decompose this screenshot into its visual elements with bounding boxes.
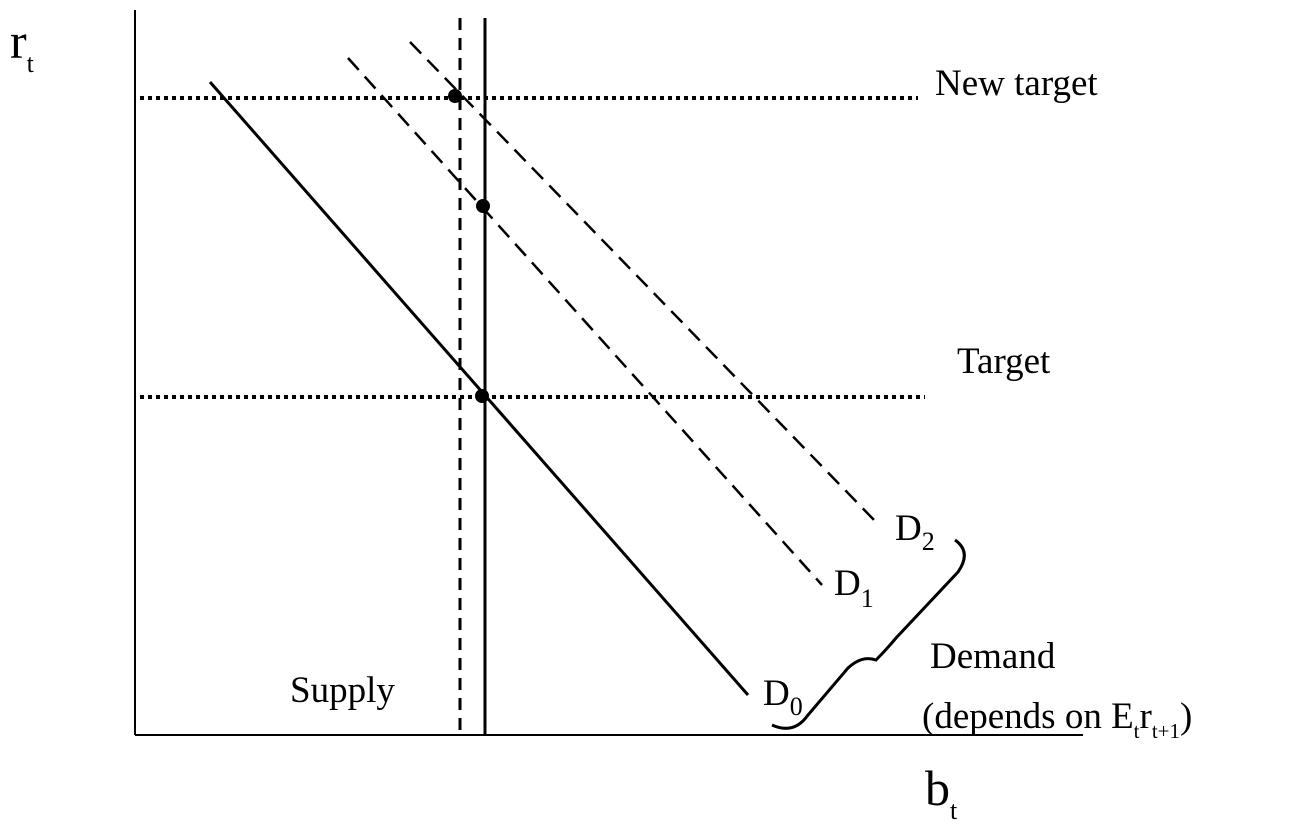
new-target-label: New target bbox=[935, 63, 1098, 104]
target-label: Target bbox=[957, 341, 1051, 382]
y-axis-label: rt bbox=[10, 13, 35, 78]
point-d1-supply bbox=[476, 199, 490, 213]
demand-curve-d0 bbox=[208, 81, 750, 696]
demand-note: (depends on Etrt+1) bbox=[922, 696, 1192, 743]
supply-label: Supply bbox=[290, 670, 395, 711]
demand-brace bbox=[771, 538, 966, 730]
demand-label: Demand bbox=[930, 636, 1056, 677]
d1-label: D1 bbox=[834, 563, 874, 613]
point-new-target bbox=[448, 89, 462, 103]
point-target bbox=[475, 389, 489, 403]
d2-label: D2 bbox=[895, 508, 935, 556]
x-axis-label: bt bbox=[925, 760, 958, 825]
demand-curve-d2 bbox=[409, 41, 877, 523]
demand-curve-d1 bbox=[347, 57, 823, 586]
d0-label: D0 bbox=[763, 673, 803, 721]
